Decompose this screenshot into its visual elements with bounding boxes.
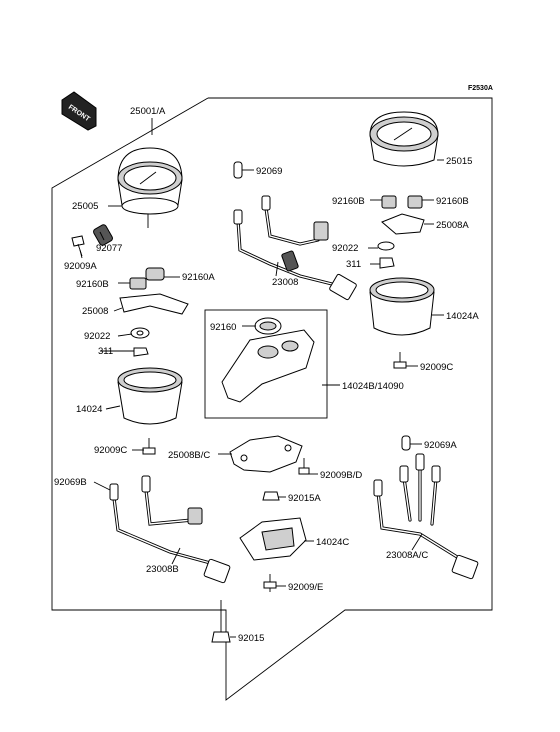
- screw-92009c-left: [142, 438, 156, 455]
- cover-14024: [117, 367, 183, 425]
- label-25008bc: 25008B/C: [168, 450, 210, 461]
- label-92069: 92069: [256, 166, 282, 177]
- label-92160: 92160: [210, 322, 236, 333]
- label-14024c: 14024C: [316, 537, 349, 548]
- nut-311-right: [379, 257, 395, 269]
- washer-92022-left: [130, 327, 150, 339]
- grommet-92160b-r2: [407, 195, 423, 209]
- label-25001a: 25001/A: [130, 106, 166, 117]
- label-92009bd: 92009B/D: [320, 470, 362, 481]
- label-92009c-left: 92009C: [94, 445, 127, 456]
- washer-92022-right: [377, 241, 395, 251]
- grommet-92160b-left: [129, 277, 147, 290]
- label-92009e: 92009/E: [288, 582, 323, 593]
- leader-lines: [79, 118, 444, 638]
- label-23008: 23008: [272, 277, 298, 288]
- label-25015: 25015: [446, 156, 472, 167]
- detail-box: [204, 309, 328, 419]
- nut-311-left: [133, 347, 149, 357]
- screw-92009bd: [298, 458, 310, 475]
- harness-23008b: [109, 475, 231, 584]
- label-23008b: 23008B: [146, 564, 179, 575]
- harness-23008: [233, 195, 357, 301]
- bulb-92069a: [401, 435, 411, 451]
- nut-92015: [211, 631, 231, 643]
- label-92077: 92077: [96, 243, 122, 254]
- grommet-92160b-r1: [381, 195, 397, 209]
- label-92022-left: 92022: [84, 331, 110, 342]
- part-labels: 25001/A 25005 92077 92009A 92160B 92160A…: [54, 106, 479, 644]
- label-14024a: 14024A: [446, 311, 479, 322]
- label-14024: 14024: [76, 404, 102, 415]
- label-14024b-14090: 14024B/14090: [342, 381, 404, 392]
- bulb-92069: [233, 161, 243, 179]
- label-92069b: 92069B: [54, 477, 87, 488]
- speedometer-left: [117, 147, 183, 228]
- frame-outline: [51, 97, 493, 701]
- label-25008: 25008: [82, 306, 108, 317]
- label-92009a: 92009A: [64, 261, 97, 272]
- cover-14024c: [239, 517, 307, 561]
- bracket-25008: [119, 293, 189, 315]
- figure-id: F2530A: [468, 85, 493, 92]
- tachometer-right: [369, 111, 439, 167]
- seal-92160: [254, 317, 282, 335]
- label-92069a: 92069A: [424, 440, 457, 451]
- screw-92009a: [71, 235, 85, 257]
- label-311-left: 311: [98, 346, 113, 357]
- label-92160b-r2: 92160B: [436, 196, 469, 207]
- label-92022-right: 92022: [332, 243, 358, 254]
- bracket-25008bc: [229, 435, 303, 473]
- front-arrow-icon: FRONT: [61, 91, 97, 131]
- bulb-socket-92077: [93, 224, 113, 246]
- harness-23008ac: [373, 453, 479, 580]
- screw-92009c-right: [393, 352, 407, 369]
- label-92160b-r1: 92160B: [332, 196, 365, 207]
- label-92160a: 92160A: [182, 272, 215, 283]
- label-311-right: 311: [346, 259, 361, 270]
- label-92160b-left: 92160B: [76, 279, 109, 290]
- case-14024b: [221, 329, 315, 403]
- label-92015a: 92015A: [288, 493, 321, 504]
- label-25005: 25005: [72, 201, 98, 212]
- bracket-25008a: [381, 213, 425, 235]
- grommet-92160a: [145, 267, 165, 281]
- screw-92009e: [263, 574, 277, 592]
- label-25008a: 25008A: [436, 220, 469, 231]
- label-92009c-right: 92009C: [420, 362, 453, 373]
- nut-92015a: [262, 491, 280, 501]
- cover-14024a: [369, 277, 435, 336]
- label-23008ac: 23008A/C: [386, 550, 428, 561]
- label-92015: 92015: [238, 633, 264, 644]
